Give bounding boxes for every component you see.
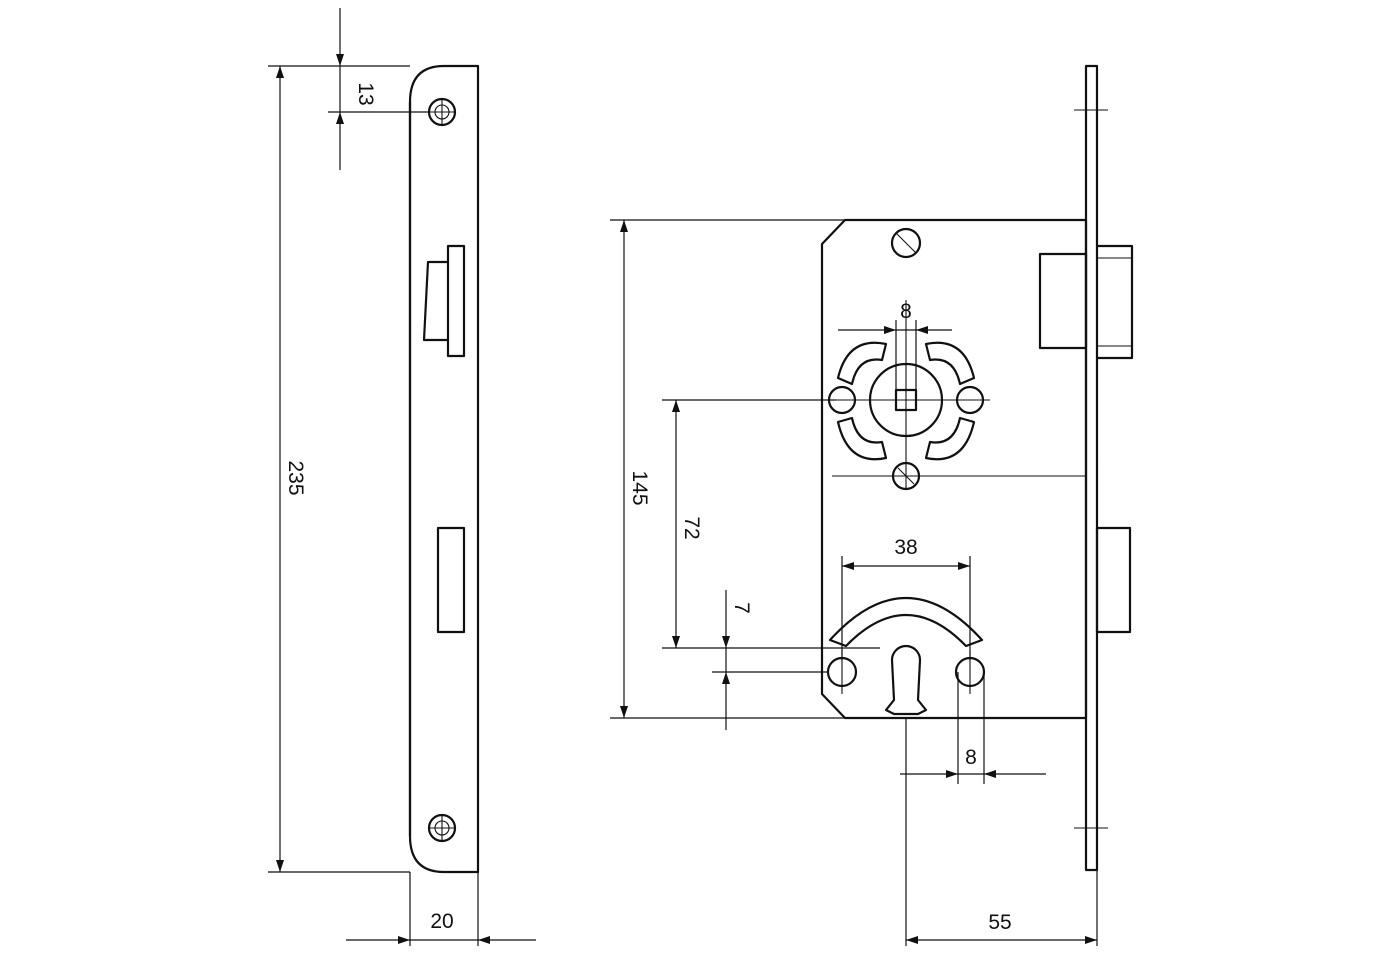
label-rose-spacing: 38 (894, 536, 917, 559)
dim-key-pin: 8 (900, 672, 1046, 784)
dim-faceplate-length: 235 (268, 66, 410, 873)
faceplate-front-view (408, 64, 480, 874)
dim-spindle-square: 8 (838, 300, 952, 390)
upper-screw-icon (427, 97, 457, 127)
label-backset: 55 (988, 911, 1011, 934)
faceplate-edge (1084, 64, 1099, 872)
dim-spindle-to-keyhole: 72 (662, 399, 880, 649)
label-top-hole-offset: 13 (354, 82, 377, 105)
dim-backset: 55 (905, 718, 1098, 946)
label-spindle-to-keyhole: 72 (680, 516, 703, 539)
label-faceplate-width: 20 (430, 910, 453, 933)
label-case-height: 145 (628, 470, 651, 505)
label-keyhole-offset: 7 (730, 602, 753, 614)
dim-top-hole-offset: 13 (268, 8, 430, 170)
lock-body-side-view (820, 64, 1134, 872)
latch-bolt-front (422, 244, 466, 358)
top-rivet-icon (890, 227, 922, 259)
lower-screw-icon (427, 813, 457, 843)
dim-keyhole-offset: 7 (712, 590, 828, 730)
label-key-pin: 8 (965, 746, 977, 769)
dim-rose-spacing: 38 (841, 536, 971, 660)
latch-bolt-side (1038, 244, 1134, 360)
keyhole-icon (884, 644, 928, 716)
dim-faceplate-width: 20 (346, 872, 536, 946)
spindle-hub (822, 300, 990, 491)
deadbolt-front (436, 526, 466, 634)
label-spindle-square: 8 (900, 300, 912, 323)
label-faceplate-length: 235 (284, 460, 307, 495)
keyhole-region (826, 597, 986, 716)
deadbolt-side (1095, 462, 1132, 634)
lock-case (820, 218, 1088, 720)
dim-case-height: 145 (610, 219, 845, 719)
